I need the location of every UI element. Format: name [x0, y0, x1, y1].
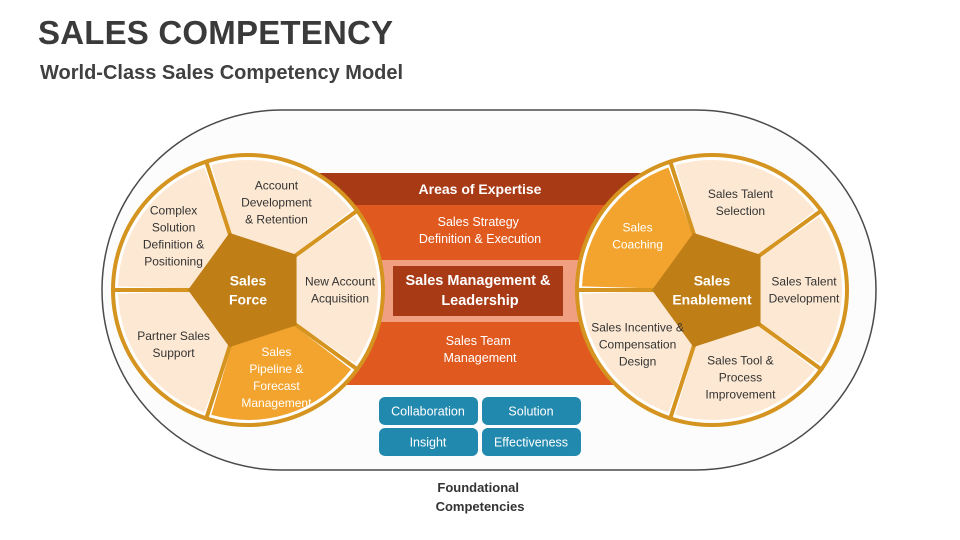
sales-force-segment — [211, 160, 351, 260]
tile-collaboration — [379, 397, 478, 425]
sales-force-segment-label-line: Sales — [261, 345, 291, 359]
sales-force-segment-label-line: Account — [255, 179, 299, 193]
tile-collaboration-label: Collaboration — [391, 405, 465, 419]
tile-insight-label: Insight — [410, 436, 447, 450]
sales-force-segment-label-line: Management — [241, 396, 312, 410]
sales-force-segment-label-line: & Retention — [245, 213, 308, 227]
sales-force-center-label-line: Sales — [230, 272, 267, 288]
sales-enablement-segment-label-line: Sales — [623, 221, 653, 235]
page-title: SALES COMPETENCY — [38, 14, 394, 51]
sales-force-segment-label-line: Definition & — [143, 238, 204, 252]
leadership-line: Sales Management & — [405, 273, 551, 289]
sales-enablement-segment-label-line: Sales Tool & — [707, 354, 774, 368]
leadership-line: Leadership — [441, 293, 518, 309]
sales-strategy-line: Definition & Execution — [419, 232, 541, 246]
foundational-line: Foundational — [437, 480, 519, 495]
sales-force-center-pentagon — [188, 232, 297, 348]
sales-enablement-spoke — [754, 207, 825, 260]
sales-force-spoke — [203, 159, 234, 240]
sales-enablement-segment-label-line: Process — [719, 371, 762, 385]
sales-force-segment-label-line: Support — [153, 346, 196, 360]
sales-team-line: Management — [444, 351, 517, 365]
sales-force-segment-label-line: Forecast — [253, 379, 300, 393]
sales-enablement-spoke — [667, 159, 698, 240]
sales-force-segment — [211, 320, 351, 420]
sales-force-segment-label-line: Pipeline & — [249, 362, 303, 376]
sales-force-spoke — [290, 320, 361, 373]
sales-force-segment-label-line: Development — [241, 196, 312, 210]
sales-force-segment-label-line: Complex — [150, 204, 197, 218]
sales-enablement-center-label-line: Enablement — [672, 291, 752, 307]
sales-strategy-label: Sales Strategy Definition & Execution — [419, 215, 541, 246]
sales-enablement-segment-label-line: Sales Talent — [708, 187, 774, 201]
tile-insight — [379, 428, 478, 456]
sales-enablement-segment-label-line: Compensation — [599, 337, 676, 351]
sales-enablement-segment-label-line: Coaching — [612, 238, 663, 252]
sales-enablement-spoke — [754, 320, 825, 373]
sales-enablement-segment — [582, 167, 696, 289]
sales-force-segment — [118, 291, 232, 413]
tile-solution — [482, 397, 581, 425]
tile-effectiveness — [482, 428, 581, 456]
foundational-line: Competencies — [436, 499, 525, 514]
page-subtitle: World-Class Sales Competency Model — [40, 62, 404, 84]
sales-enablement-segment — [753, 216, 843, 364]
sales-enablement-segment-label-line: Development — [769, 292, 840, 306]
sales-force-center-label-line: Force — [229, 291, 267, 307]
foundational-label: Foundational Competencies — [436, 480, 525, 514]
sales-force-segment — [118, 167, 232, 289]
sales-enablement-segment — [675, 320, 815, 420]
expertise-heading: Areas of Expertise — [419, 181, 542, 197]
leadership-label: Sales Management & Leadership — [405, 273, 554, 309]
sales-force-segment-label-line: Solution — [152, 221, 195, 235]
sales-enablement-segment — [582, 291, 696, 413]
tile-effectiveness-label: Effectiveness — [494, 436, 568, 450]
sales-force-segment-label-line: Acquisition — [311, 292, 369, 306]
sales-enablement-segment-label-line: Selection — [716, 204, 765, 218]
leadership-box-inner — [393, 266, 563, 316]
sales-force-segment-label-line: Positioning — [144, 255, 203, 269]
sales-team-label: Sales Team Management — [444, 334, 517, 365]
sales-enablement-center-label-line: Sales — [694, 272, 731, 288]
sales-enablement-segment-label-line: Design — [619, 354, 656, 368]
sales-force-spoke — [290, 207, 361, 260]
sales-enablement-segment-label-line: Sales Incentive & — [591, 320, 684, 334]
sales-enablement-segment-label-line: Sales Talent — [771, 275, 837, 289]
sales-strategy-line: Sales Strategy — [438, 215, 520, 229]
foundational-tiles: Collaboration Solution Insight Effective… — [379, 397, 581, 456]
tile-solution-label: Solution — [508, 405, 553, 419]
sales-force-segment — [289, 216, 378, 364]
sales-enablement-spoke — [667, 340, 698, 421]
sales-force-spoke — [203, 340, 234, 421]
sales-enablement-segment-label-line: Improvement — [705, 388, 776, 402]
sales-team-line: Sales Team — [446, 334, 511, 348]
expertise-heading-bar — [318, 173, 642, 205]
sales-enablement-center-pentagon — [652, 232, 761, 348]
sales-force-segment-label-line: Partner Sales — [137, 329, 210, 343]
sales-enablement-segment — [675, 159, 815, 260]
sales-force-segment-label-line: New Account — [305, 275, 376, 289]
